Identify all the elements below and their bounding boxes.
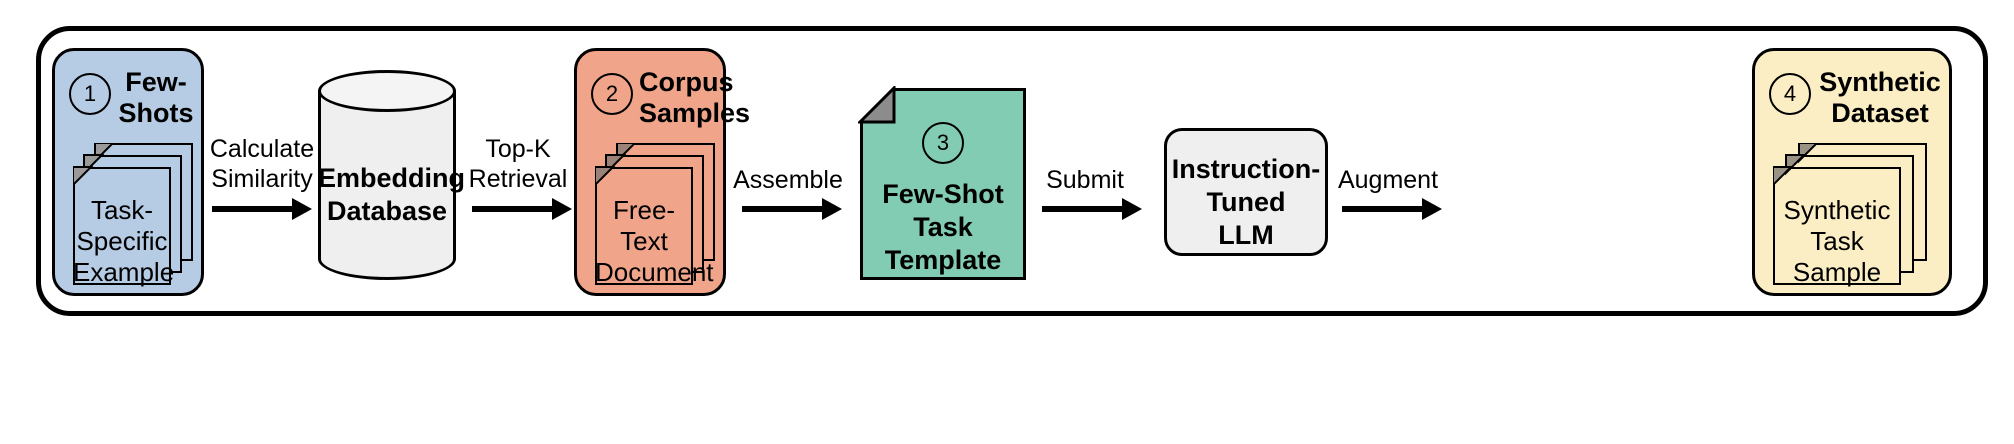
few-shots-sheet-text: Task- Specific Example (73, 195, 175, 287)
step-badge-2: 2 (591, 73, 633, 115)
page-fold-icon (1773, 143, 1819, 187)
synthetic-dataset-header: 4 Synthetic Dataset (1755, 61, 1949, 133)
arrow-assemble (742, 196, 842, 222)
cylinder-top (318, 70, 456, 112)
arrow-label-calculate-similarity: Calculate Similarity (209, 135, 315, 193)
arrow-augment (1342, 196, 1442, 222)
few-shots-document-stack: Task- Specific Example (73, 143, 193, 287)
synthetic-dataset-sheet-text: Synthetic Task Sample (1783, 195, 1891, 287)
stage-embedding-database[interactable]: Embedding Database (318, 70, 465, 280)
document-sheet-front (73, 167, 171, 285)
few-shot-task-template-label: Few-Shot Task Template (882, 179, 1004, 275)
arrow-label-assemble: Assemble (733, 166, 843, 194)
few-shots-title: Few- Shots (118, 67, 194, 128)
corpus-samples-header: 2 Corpus Samples (577, 61, 751, 133)
stage-few-shots[interactable]: 1 Few- Shots Task- Specific Example (52, 48, 204, 296)
corpus-samples-sheet-text: Free- Text Document (595, 195, 714, 287)
arrow-topk-retrieval (472, 196, 572, 222)
document-sheet-front (595, 167, 693, 285)
synthetic-dataset-document-stack: Synthetic Task Sample (1773, 143, 1941, 287)
instruction-tuned-llm-label: Instruction- Tuned LLM (1171, 154, 1321, 250)
arrow-calculate-similarity (212, 196, 312, 222)
arrow-label-topk-retrieval: Top-K Retrieval (468, 135, 568, 193)
few-shots-header: 1 Few- Shots (55, 61, 201, 133)
cylinder-body (318, 91, 456, 259)
stage-instruction-tuned-llm[interactable]: Instruction- Tuned LLM (1164, 128, 1328, 256)
embedding-database-label: Embedding Database (318, 163, 465, 226)
few-shot-task-template-card[interactable]: 3 Few-Shot Task Template (858, 86, 1026, 280)
stage-synthetic-dataset[interactable]: 4 Synthetic Dataset Synthetic Task Sampl… (1752, 48, 1952, 296)
arrow-label-augment: Augment (1337, 166, 1439, 194)
arrow-label-submit: Submit (1046, 166, 1124, 194)
corpus-samples-title: Corpus Samples (639, 67, 751, 128)
arrow-submit (1042, 196, 1142, 222)
corpus-samples-document-stack: Free- Text Document (595, 143, 715, 287)
page-fold-icon (595, 143, 637, 187)
page-fold-icon (73, 143, 115, 187)
document-sheet-front (1773, 167, 1901, 285)
step-badge-3: 3 (922, 122, 964, 164)
step-badge-4: 4 (1769, 73, 1811, 115)
step-badge-1: 1 (69, 73, 111, 115)
page-fold-icon (858, 86, 896, 124)
synthetic-dataset-title: Synthetic Dataset (1819, 67, 1941, 128)
stage-corpus-samples[interactable]: 2 Corpus Samples Free- Text Document (574, 48, 751, 296)
